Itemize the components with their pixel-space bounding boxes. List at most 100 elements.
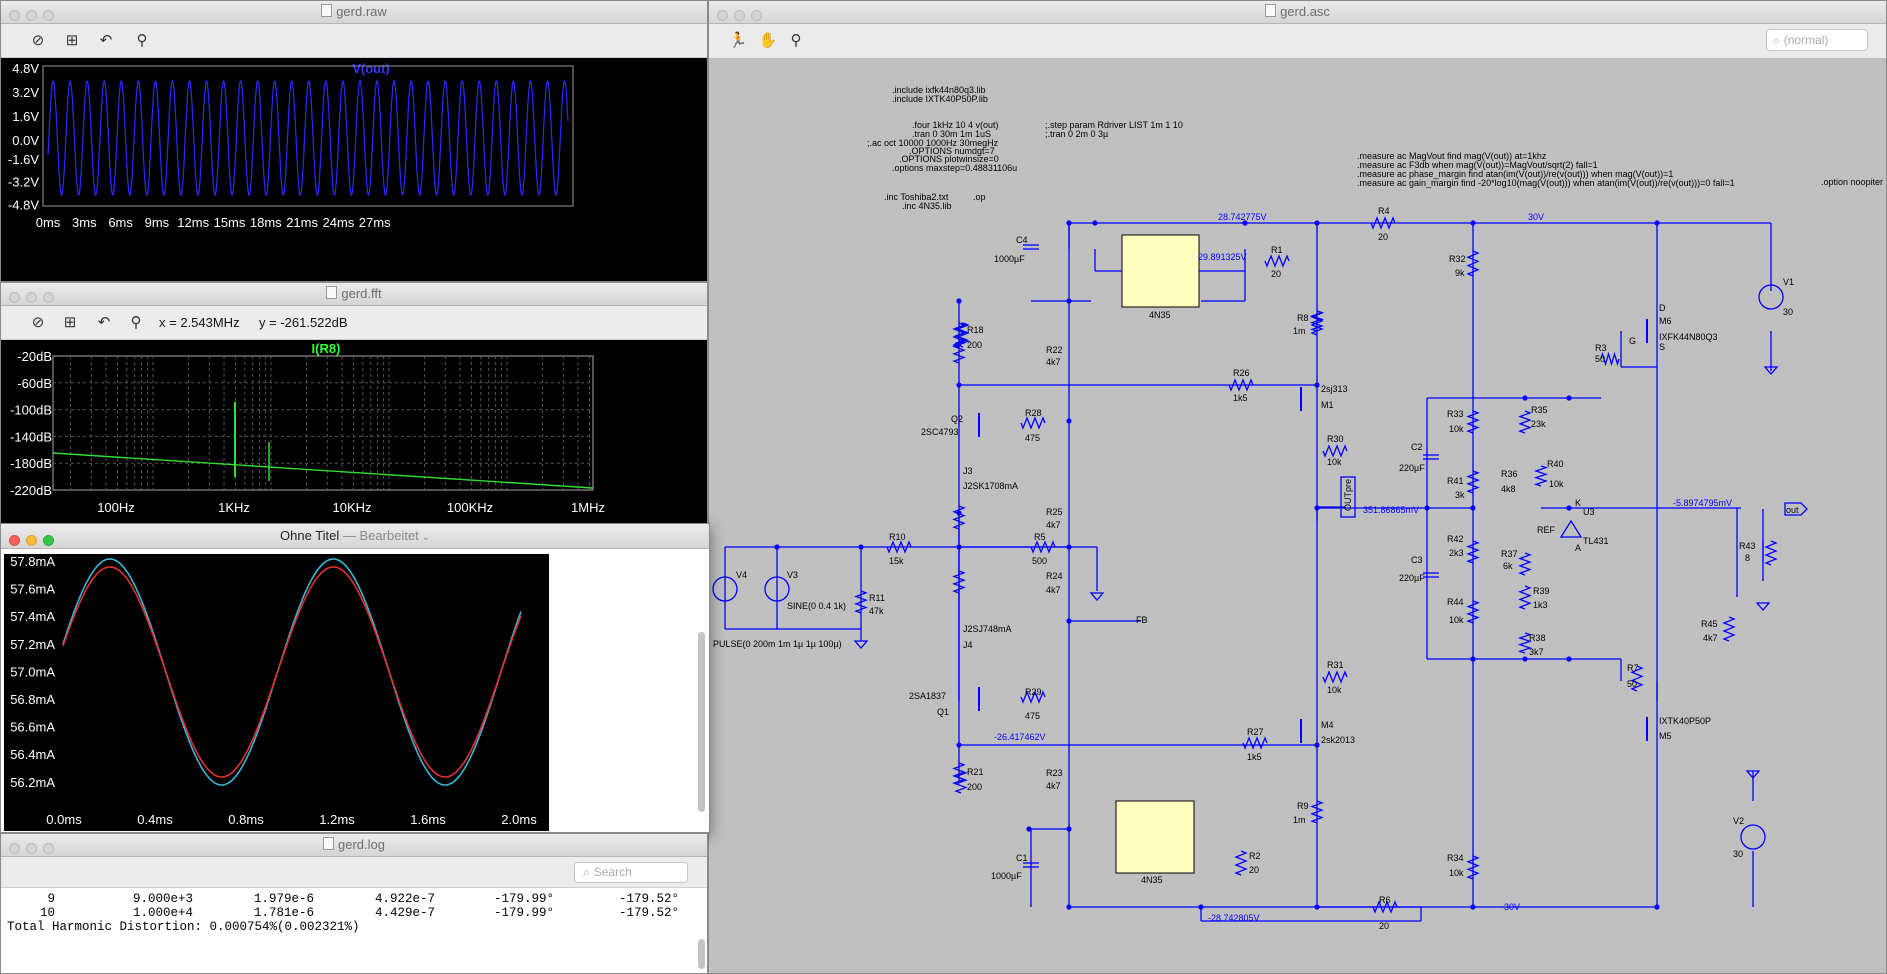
resistor-r41[interactable] [1466, 470, 1480, 494]
component-label[interactable]: R22 [1046, 345, 1063, 355]
component-label[interactable]: K [1575, 498, 1581, 508]
component-label[interactable]: R8 [1297, 313, 1309, 323]
resistor-r32[interactable] [1466, 250, 1480, 277]
component-label[interactable]: PULSE(0 200m 1m 1µ 1µ 100µ) [713, 639, 842, 649]
schematic-titlebar[interactable]: gerd.asc [709, 1, 1886, 24]
resistor-r28[interactable] [1020, 416, 1046, 430]
component-label[interactable]: V2 [1733, 816, 1744, 826]
component-label[interactable]: SINE(0 0.4 1k) [787, 601, 846, 611]
resistor-r9[interactable] [1310, 800, 1324, 824]
autorange-icon[interactable]: ⊞ [63, 314, 77, 331]
spice-directive[interactable]: .tran 0 30m 1m 1uS [912, 129, 991, 139]
component-label[interactable]: R11 [869, 593, 885, 603]
component-label[interactable]: M6 [1659, 316, 1672, 326]
spice-directive[interactable]: ;.tran 0 2m 0 3µ [1045, 129, 1108, 139]
component-label[interactable]: 475 [1025, 711, 1040, 721]
component-label[interactable]: 20 [1271, 269, 1281, 279]
out-net-flag[interactable] [1784, 502, 1808, 516]
component-label[interactable]: R2 [1249, 851, 1261, 861]
zoom-button[interactable] [43, 10, 54, 21]
component-label[interactable]: 50 [1595, 354, 1605, 364]
component-label[interactable]: 1k5 [1247, 752, 1262, 762]
component-label[interactable]: 220µF [1399, 463, 1425, 473]
resistor-r29[interactable] [1020, 690, 1046, 704]
component-label[interactable]: R24 [1046, 571, 1063, 581]
component-label[interactable]: C1 [1016, 853, 1028, 863]
component-label[interactable]: 10k [1449, 615, 1464, 625]
component-label[interactable]: 1000µF [991, 871, 1022, 881]
resistor-r43[interactable] [1764, 540, 1778, 566]
component-label[interactable]: 2sk2013 [1321, 735, 1355, 745]
component-label[interactable]: 3k [1455, 490, 1465, 500]
component-label[interactable]: R30 [1327, 434, 1344, 444]
component-label[interactable]: R28 [1025, 408, 1042, 418]
resistor-r38[interactable] [1517, 632, 1533, 654]
spice-directive[interactable]: .include ixfk44n80q3.lib [892, 85, 986, 95]
chevron-down-icon[interactable]: ⌄ [418, 532, 430, 543]
close-button[interactable] [717, 10, 728, 21]
net-voltage-label[interactable]: -5.8974795mV [1673, 498, 1732, 508]
resistor-r8[interactable] [1310, 310, 1324, 336]
resistor-r7[interactable] [1630, 665, 1644, 692]
zoom-out-icon[interactable]: ⊘ [31, 32, 45, 49]
component-label[interactable]: 2SC4793 [921, 427, 959, 437]
component-label[interactable]: C2 [1411, 442, 1423, 452]
component-label[interactable]: 1m [1293, 326, 1306, 336]
voltage-source[interactable] [1740, 824, 1766, 850]
component-label[interactable]: IXFK44N80Q3 [1659, 332, 1718, 342]
log-titlebar[interactable]: gerd.log [1, 834, 707, 857]
close-button[interactable] [9, 10, 20, 21]
zoom-out-icon[interactable]: ⊘ [31, 314, 45, 331]
resistor-r45[interactable] [1722, 616, 1736, 642]
component-label[interactable]: R34 [1447, 853, 1464, 863]
spice-directive[interactable]: .measure ac F3db when mag(V(out))=MagVou… [1357, 160, 1598, 170]
component-label[interactable]: FB [1136, 615, 1148, 625]
component-label[interactable]: R38 [1529, 633, 1546, 643]
outpre-net-flag[interactable] [1340, 476, 1356, 518]
component-label[interactable]: 8 [1745, 553, 1750, 563]
resistor-r27[interactable] [1242, 736, 1268, 750]
component-label[interactable]: Q1 [937, 707, 949, 717]
net-voltage-label[interactable]: 351.86865mV [1363, 505, 1419, 515]
component-label[interactable]: R37 [1501, 549, 1518, 559]
component-label[interactable]: R42 [1447, 534, 1464, 544]
component-label[interactable]: 4N35 [1149, 310, 1171, 320]
component-label[interactable]: 10k [1549, 479, 1564, 489]
component-label[interactable]: 10k [1327, 457, 1342, 467]
minimize-button[interactable] [26, 292, 37, 303]
close-button[interactable] [9, 535, 20, 546]
resistor-r31[interactable] [1322, 670, 1348, 684]
component-label[interactable]: 50 [1627, 679, 1637, 689]
component-label[interactable]: A [1575, 543, 1581, 553]
minimize-button[interactable] [734, 10, 745, 21]
component-label[interactable]: 30 [1783, 307, 1793, 317]
component-label[interactable]: R44 [1447, 597, 1464, 607]
net-voltage-label[interactable]: 30V [1528, 212, 1544, 222]
voltage-source[interactable] [764, 576, 790, 602]
component-label[interactable]: 475 [1025, 433, 1040, 443]
component-label[interactable]: M5 [1659, 731, 1672, 741]
resistor-r37[interactable] [1518, 552, 1532, 576]
spice-directive[interactable]: .op [973, 192, 986, 202]
component-label[interactable]: V3 [787, 570, 798, 580]
component-label[interactable]: R27 [1247, 727, 1264, 737]
zoom-back-icon[interactable]: ↶ [99, 32, 113, 49]
component-label[interactable]: R3 [1595, 343, 1607, 353]
component-label[interactable]: 4k7 [1046, 520, 1061, 530]
resistor-r3[interactable] [1600, 351, 1620, 367]
minimize-button[interactable] [26, 535, 37, 546]
minimize-button[interactable] [26, 843, 37, 854]
component-label[interactable]: 2sj313 [1321, 384, 1348, 394]
fft-plot[interactable]: I(R8) -20dB-60dB-100dB-140dB-180dB-220dB… [1, 340, 707, 527]
component-label[interactable]: J4 [963, 640, 973, 650]
component-label[interactable]: 2SA1837 [909, 691, 946, 701]
component-label[interactable]: C4 [1016, 235, 1028, 245]
resistor-r4[interactable] [1370, 216, 1396, 230]
close-button[interactable] [9, 843, 20, 854]
resistor-r23[interactable] [952, 762, 966, 786]
resistor-r33[interactable] [1466, 410, 1480, 434]
spice-directive[interactable]: .options maxstep=0.48831106u [892, 163, 1017, 173]
component-label[interactable]: M1 [1321, 400, 1334, 410]
component-label[interactable]: R18 [967, 325, 984, 335]
component-label[interactable]: R43 [1739, 541, 1756, 551]
